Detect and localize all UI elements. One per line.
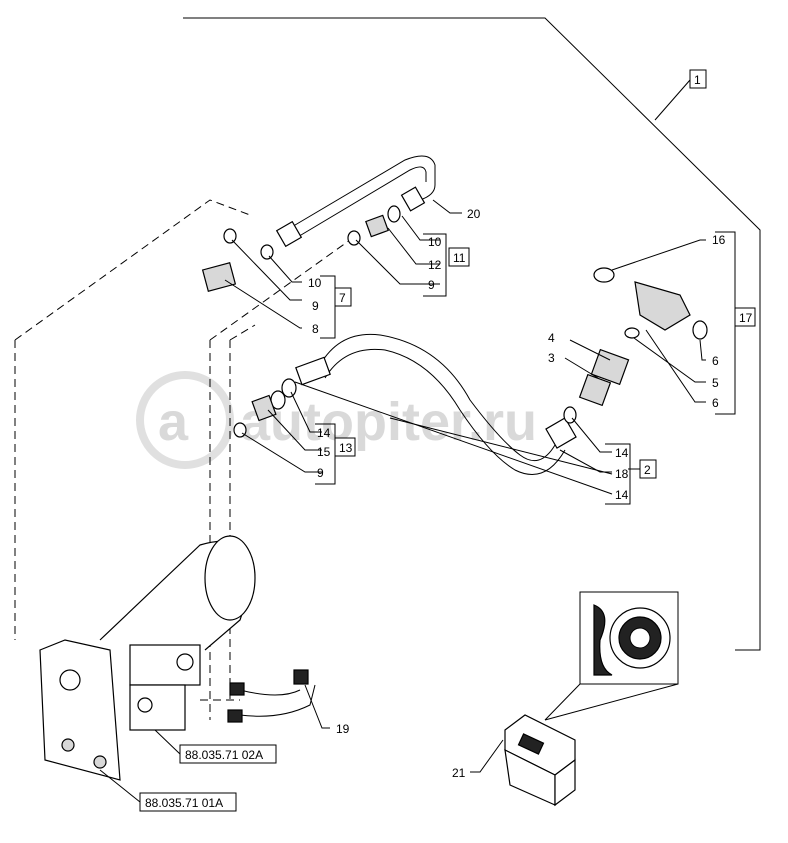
callout-17: 17 [739, 311, 753, 325]
hydraulic-hose-18 [295, 333, 577, 475]
callout-10-upper: 10 [428, 235, 442, 249]
callout-14-right-lower: 14 [615, 488, 629, 502]
callout-6-upper: 6 [712, 354, 719, 368]
pump-assembly [39, 535, 256, 781]
fittings [201, 205, 708, 438]
callout-9-upper: 9 [428, 278, 435, 292]
callout-20: 20 [467, 207, 481, 221]
callout-15: 15 [317, 445, 331, 459]
metal-tube-20 [275, 155, 436, 248]
callout-8: 8 [312, 322, 319, 336]
group-frame-lines [183, 17, 761, 651]
wire-harness-19 [227, 669, 316, 723]
gauge-symbol-icon [544, 591, 679, 721]
callout-10-left: 10 [308, 276, 322, 290]
watermark-logo: a [158, 392, 189, 452]
callout-12: 12 [428, 258, 442, 272]
boxed-callouts: 1 11 7 13 2 17 88.035.71 02A 88.035.71 0… [139, 69, 756, 812]
callout-13: 13 [339, 441, 353, 455]
callout-9-left: 9 [312, 299, 319, 313]
callout-numbers: 20 10 12 9 10 9 8 14 15 9 4 3 14 18 14 1… [308, 207, 726, 780]
leader-lines [99, 79, 706, 803]
rocker-switch-21 [504, 714, 576, 807]
callout-6-lower: 6 [712, 396, 719, 410]
callout-14-left: 14 [317, 426, 331, 440]
callout-9-lower: 9 [317, 466, 324, 480]
callout-3: 3 [548, 351, 555, 365]
callout-19: 19 [336, 722, 350, 736]
dashed-assembly-lines [14, 199, 351, 720]
callout-4: 4 [548, 331, 555, 345]
callout-11: 11 [453, 251, 466, 265]
callout-18: 18 [615, 467, 629, 481]
reference-88-035-71-02a: 88.035.71 02A [185, 748, 263, 762]
callout-5: 5 [712, 376, 719, 390]
reference-88-035-71-01a: 88.035.71 01A [145, 796, 223, 810]
callout-16: 16 [712, 233, 726, 247]
callout-7: 7 [339, 291, 346, 305]
callout-14-right-upper: 14 [615, 446, 629, 460]
callout-1: 1 [694, 73, 701, 87]
callout-2: 2 [644, 463, 651, 477]
callout-21: 21 [452, 766, 466, 780]
